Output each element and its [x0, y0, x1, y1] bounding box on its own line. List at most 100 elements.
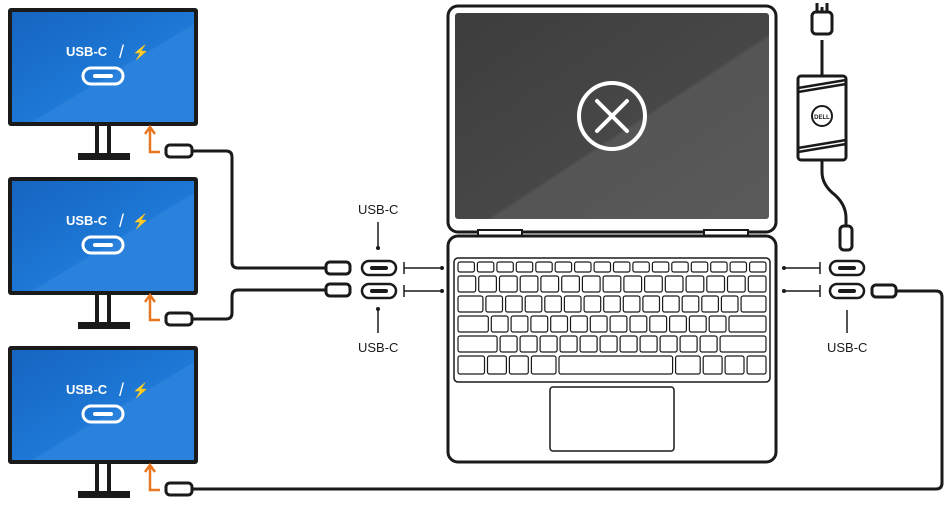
dell-logo — [811, 105, 833, 127]
keyboard-key — [530, 315, 549, 333]
keyboard-key — [639, 335, 658, 353]
port-label-bottom-left: USB-C — [358, 340, 398, 355]
keyboard-key — [664, 275, 684, 293]
keyboard-key — [593, 261, 612, 273]
keyboard-key — [602, 275, 622, 293]
monitor-port-label: USB-C — [66, 382, 108, 397]
monitor-port-label: USB-C — [66, 213, 108, 228]
keyboard-key — [485, 295, 504, 313]
keyboard-key — [457, 295, 484, 313]
keyboard-key — [457, 315, 489, 333]
usb-c-port-icon — [81, 66, 125, 86]
usb-c-plug-icon — [838, 224, 854, 252]
keyboard-key — [728, 315, 767, 333]
keyboard-frame — [453, 257, 771, 383]
power-adapter: DELL — [796, 3, 848, 162]
port-label-top-left: USB-C — [358, 202, 398, 217]
keyboard-key — [589, 315, 608, 333]
monitor-base — [78, 322, 130, 329]
monitor-3: USB-C / ⚡ — [8, 346, 198, 498]
keyboard-key — [558, 355, 674, 375]
keyboard-key — [681, 295, 700, 313]
usb-c-port-icon — [81, 235, 125, 255]
keyboard-key — [559, 335, 578, 353]
thunderbolt-icon: ⚡ — [132, 213, 149, 230]
arrow-icon — [143, 292, 160, 322]
keyboard-key — [490, 315, 509, 333]
x-circle-icon — [577, 81, 647, 151]
keyboard-key — [699, 335, 718, 353]
keyboard-key — [550, 315, 569, 333]
keyboard-key — [649, 315, 668, 333]
keyboard-key — [623, 275, 643, 293]
keyboard-key — [668, 315, 687, 333]
separator-slash: / — [119, 211, 124, 231]
keyboard-key — [457, 275, 477, 293]
keyboard-key — [583, 295, 602, 313]
keyboard-key — [651, 261, 670, 273]
monitor-2: USB-C / ⚡ — [8, 177, 198, 329]
usb-c-plug-icon — [164, 143, 194, 159]
keyboard-key — [642, 295, 661, 313]
keyboard-key — [661, 295, 680, 313]
thunderbolt-icon: ⚡ — [132, 44, 149, 61]
arrow-icon — [143, 462, 160, 492]
keyboard-key — [671, 261, 689, 273]
keyboard — [457, 261, 767, 375]
keyboard-key — [544, 295, 562, 313]
keyboard-key — [510, 315, 529, 333]
keyboard-key — [720, 295, 739, 313]
usb-c-plug-icon — [164, 311, 194, 327]
keyboard-key — [581, 275, 601, 293]
keyboard-key — [515, 261, 534, 273]
keyboard-key — [708, 315, 727, 333]
keyboard-key — [643, 275, 663, 293]
keyboard-key — [519, 335, 538, 353]
keyboard-key — [519, 275, 539, 293]
laptop — [446, 4, 778, 464]
monitor-port-label: USB-C — [66, 44, 108, 59]
keyboard-key — [609, 315, 628, 333]
usb-c-plug-icon — [870, 283, 898, 299]
keyboard-key — [573, 261, 592, 273]
keyboard-key — [486, 355, 507, 375]
monitor-1: USB-C / ⚡ — [8, 8, 198, 160]
keyboard-key — [498, 275, 518, 293]
keyboard-key — [603, 295, 621, 313]
keyboard-key — [740, 295, 767, 313]
monitor-base — [78, 491, 130, 498]
usb-c-plug-icon — [164, 481, 194, 497]
keyboard-key — [579, 335, 598, 353]
keyboard-key — [476, 261, 495, 273]
keyboard-key — [505, 295, 523, 313]
keyboard-key — [746, 355, 767, 375]
keyboard-key — [622, 295, 641, 313]
keyboard-key — [748, 261, 767, 273]
keyboard-key — [674, 355, 701, 375]
touchpad — [549, 386, 675, 452]
keyboard-key — [632, 261, 650, 273]
keyboard-key — [702, 355, 723, 375]
keyboard-key — [629, 315, 648, 333]
keyboard-key — [530, 355, 557, 375]
keyboard-key — [457, 261, 475, 273]
keyboard-key — [706, 275, 726, 293]
keyboard-key — [554, 261, 573, 273]
ac-plug-icon — [810, 10, 834, 36]
keyboard-key — [569, 315, 588, 333]
keyboard-key — [496, 261, 514, 273]
keyboard-key — [685, 275, 705, 293]
keyboard-key — [688, 315, 707, 333]
keyboard-key — [457, 335, 498, 353]
keyboard-key — [724, 355, 745, 375]
keyboard-key — [508, 355, 529, 375]
keyboard-key — [659, 335, 678, 353]
usb-c-plug-icon — [324, 282, 352, 298]
keyboard-key — [524, 295, 543, 313]
keyboard-key — [535, 261, 553, 273]
keyboard-key — [679, 335, 698, 353]
keyboard-key — [540, 275, 560, 293]
thunderbolt-icon: ⚡ — [132, 382, 149, 399]
separator-slash: / — [119, 42, 124, 62]
